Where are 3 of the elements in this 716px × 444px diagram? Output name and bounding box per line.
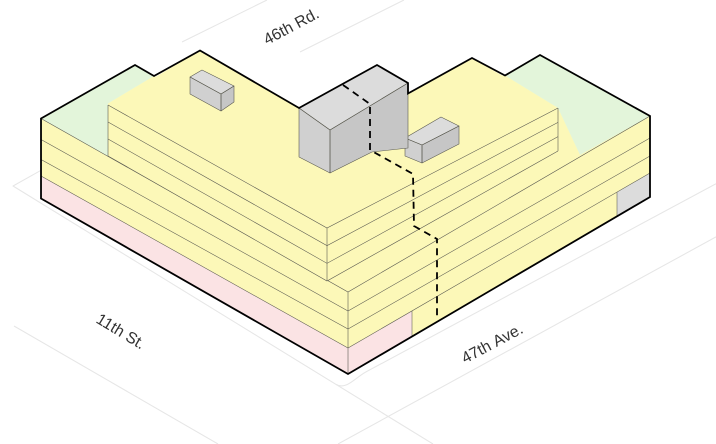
street-label: 11th St. <box>96 314 142 349</box>
street-label: 46th Rd. <box>266 9 319 43</box>
street-label: 47th Ave. <box>464 328 523 362</box>
